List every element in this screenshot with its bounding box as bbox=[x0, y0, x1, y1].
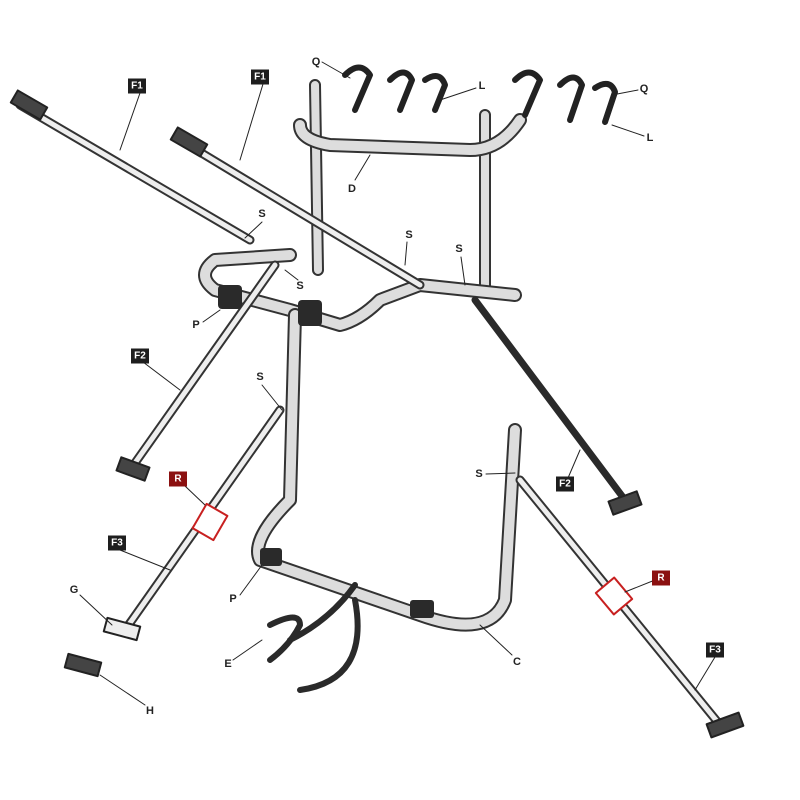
label-h: H bbox=[146, 705, 154, 717]
bike-cradles bbox=[342, 64, 618, 125]
badge-f2: F2 bbox=[131, 348, 149, 364]
badge-f1: F1 bbox=[128, 78, 146, 94]
label-l: L bbox=[646, 132, 654, 144]
label-p: P bbox=[229, 593, 237, 605]
leader-lines bbox=[79, 61, 716, 706]
badge-f3: F3 bbox=[706, 642, 724, 658]
badge-f3: F3 bbox=[108, 535, 126, 551]
strap bbox=[471, 296, 629, 504]
badge-f2: F2 bbox=[556, 476, 574, 492]
label-s: S bbox=[455, 243, 463, 255]
label-p: P bbox=[192, 319, 200, 331]
middle-frame bbox=[198, 248, 522, 332]
label-s: S bbox=[296, 280, 304, 292]
badge-r: R bbox=[169, 471, 187, 487]
label-d: D bbox=[348, 183, 356, 195]
label-e: E bbox=[224, 658, 232, 670]
label-l: L bbox=[478, 80, 486, 92]
badge-f1: F1 bbox=[251, 69, 269, 85]
hooks bbox=[9, 89, 745, 739]
label-g: G bbox=[69, 584, 79, 596]
label-c: C bbox=[513, 656, 521, 668]
badge-r: R bbox=[652, 570, 670, 586]
label-s: S bbox=[258, 208, 266, 220]
label-q: Q bbox=[311, 56, 321, 68]
r-buckles bbox=[191, 502, 634, 616]
label-s: S bbox=[405, 229, 413, 241]
upper-frame bbox=[293, 79, 527, 296]
lower-strap bbox=[267, 582, 361, 693]
label-q: Q bbox=[639, 83, 649, 95]
label-s: S bbox=[256, 371, 264, 383]
pads bbox=[218, 285, 434, 618]
label-s: S bbox=[475, 468, 483, 480]
